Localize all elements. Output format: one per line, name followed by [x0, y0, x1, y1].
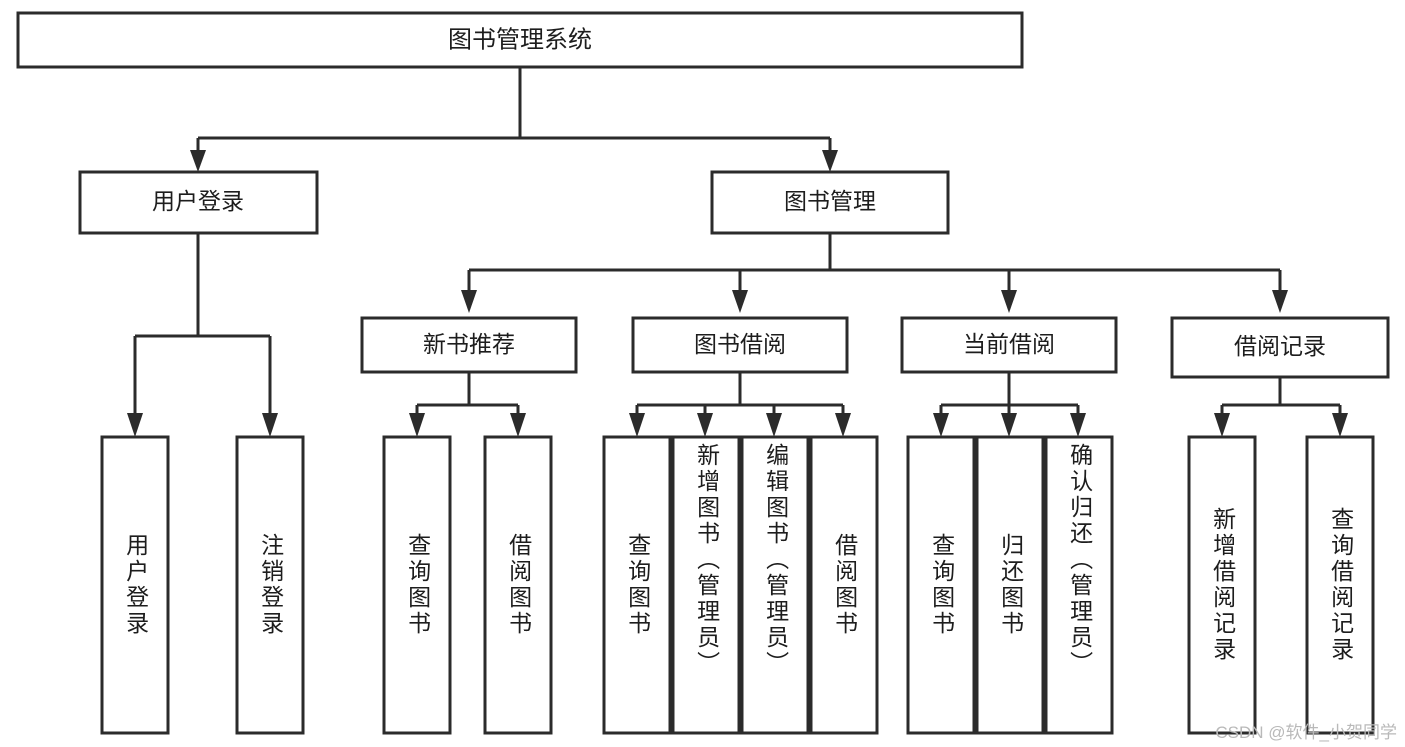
node-root-box[interactable] — [16, 11, 1024, 69]
node-borrow-record-box[interactable] — [1170, 316, 1390, 379]
node-book-borrow-box[interactable] — [631, 316, 849, 374]
arrow-head-nb-query-book — [409, 413, 425, 437]
leaf-box-bb-add-book[interactable] — [671, 435, 741, 735]
node-book-manage-label: 图书管理 — [784, 188, 876, 214]
node-current-borrow-box[interactable] — [900, 316, 1118, 374]
connector-user-login-to-leaves — [127, 233, 278, 437]
node-new-book-recommend[interactable]: 新书推荐 — [360, 316, 578, 374]
arrow-head-bb-add-book — [697, 413, 713, 437]
arrow-head-book-manage — [822, 150, 838, 172]
leaf-boxes — [100, 435, 1375, 735]
arrow-head-cb-query-book — [933, 413, 949, 437]
arrow-head-br-query-record — [1332, 413, 1348, 437]
node-book-manage[interactable]: 图书管理 — [710, 170, 950, 235]
node-book-borrow[interactable]: 图书借阅 — [631, 316, 849, 374]
node-current-borrow[interactable]: 当前借阅 — [900, 316, 1118, 374]
node-root[interactable]: 图书管理系统 — [16, 11, 1024, 69]
leaf-box-bb-query-book[interactable] — [602, 435, 672, 735]
connector-book-borrow-to-leaves — [629, 372, 851, 437]
connector-book-manage-to-level3 — [461, 233, 1288, 313]
node-user-login[interactable]: 用户登录 — [78, 170, 319, 235]
arrow-head-cb-return-book — [1001, 413, 1017, 437]
leaf-box-cb-query-book[interactable] — [906, 435, 976, 735]
leaf-box-nb-query-book[interactable] — [382, 435, 452, 735]
arrow-head-bb-query-book — [629, 413, 645, 437]
arrow-head-leaf-logout — [262, 413, 278, 437]
node-new-book-recommend-box[interactable] — [360, 316, 578, 374]
node-book-borrow-label: 图书借阅 — [694, 331, 786, 357]
connector-new-book-to-leaves — [409, 372, 526, 437]
arrow-head-cb-confirm-return — [1070, 413, 1086, 437]
leaf-box-cb-return-book[interactable] — [975, 435, 1045, 735]
arrow-head-nb-borrow-book — [510, 413, 526, 437]
node-borrow-record[interactable]: 借阅记录 — [1170, 316, 1390, 379]
arrow-head-current-borrow — [1001, 290, 1017, 313]
leaf-box-br-query-record[interactable] — [1305, 435, 1375, 735]
leaf-box-user-login[interactable] — [100, 435, 170, 735]
leaf-box-nb-borrow-book[interactable] — [483, 435, 553, 735]
leaf-box-cb-confirm-return[interactable] — [1044, 435, 1114, 735]
leaf-box-bb-borrow-book[interactable] — [809, 435, 879, 735]
node-current-borrow-label: 当前借阅 — [963, 331, 1055, 357]
node-borrow-record-label: 借阅记录 — [1234, 333, 1326, 359]
arrow-head-bb-borrow-book — [835, 413, 851, 437]
arrow-head-br-add-record — [1214, 413, 1230, 437]
arrow-head-user-login — [190, 150, 206, 172]
arrow-head-book-borrow — [732, 290, 748, 313]
connector-borrow-record-to-leaves — [1214, 377, 1348, 437]
node-user-login-box[interactable] — [78, 170, 319, 235]
connector-current-borrow-to-leaves — [933, 372, 1086, 437]
arrow-head-borrow-record — [1272, 290, 1288, 313]
arrow-head-new-book — [461, 290, 477, 313]
node-book-manage-box[interactable] — [710, 170, 950, 235]
leaf-box-logout[interactable] — [235, 435, 305, 735]
leaf-box-bb-edit-book[interactable] — [740, 435, 810, 735]
leaf-box-br-add-record[interactable] — [1187, 435, 1257, 735]
node-new-book-recommend-label: 新书推荐 — [423, 331, 515, 357]
arrow-head-leaf-user-login — [127, 413, 143, 437]
connector-root-to-level2 — [190, 67, 838, 172]
node-user-login-label: 用户登录 — [152, 188, 244, 214]
node-root-label: 图书管理系统 — [448, 26, 592, 53]
arrow-head-bb-edit-book — [766, 413, 782, 437]
